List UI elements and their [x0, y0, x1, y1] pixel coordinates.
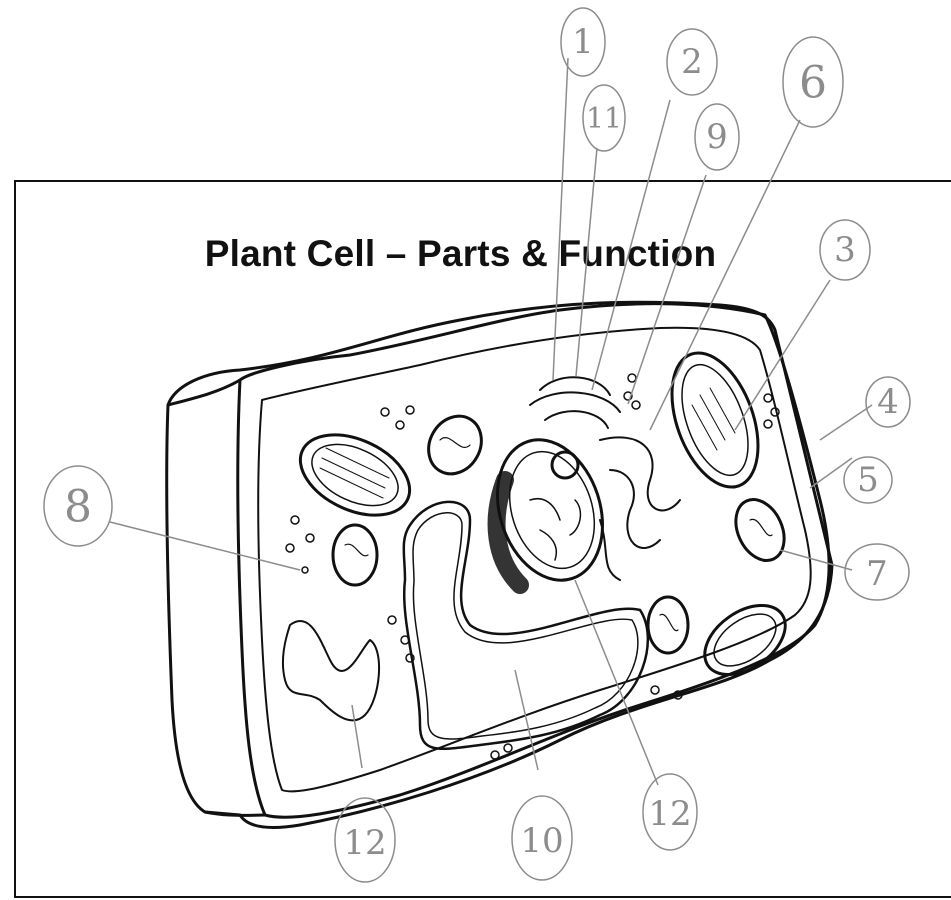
label-11: 11	[586, 102, 622, 135]
cell-wall-front	[238, 304, 829, 818]
label-12-right: 12	[648, 794, 691, 834]
label-9: 9	[706, 117, 728, 157]
cell-membrane	[258, 328, 811, 792]
label-3: 3	[834, 230, 856, 270]
label-10: 10	[520, 821, 563, 861]
label-6: 6	[799, 58, 827, 109]
label-2: 2	[681, 42, 703, 82]
central-vacuole	[404, 502, 648, 749]
vesicles	[286, 374, 779, 759]
label-7: 7	[866, 554, 888, 594]
label-4: 4	[877, 382, 899, 422]
chloroplast-top-left	[288, 419, 423, 531]
endoplasmic-reticulum	[600, 437, 680, 580]
label-12-left: 12	[343, 823, 386, 863]
nucleolus	[552, 452, 578, 478]
rough-er-bottom-left	[283, 621, 379, 720]
chloroplast-top-right	[655, 341, 774, 499]
golgi	[530, 377, 620, 428]
label-8: 8	[64, 482, 92, 533]
label-1: 1	[572, 22, 594, 62]
label-5: 5	[857, 460, 879, 500]
mitochondria	[333, 407, 793, 653]
